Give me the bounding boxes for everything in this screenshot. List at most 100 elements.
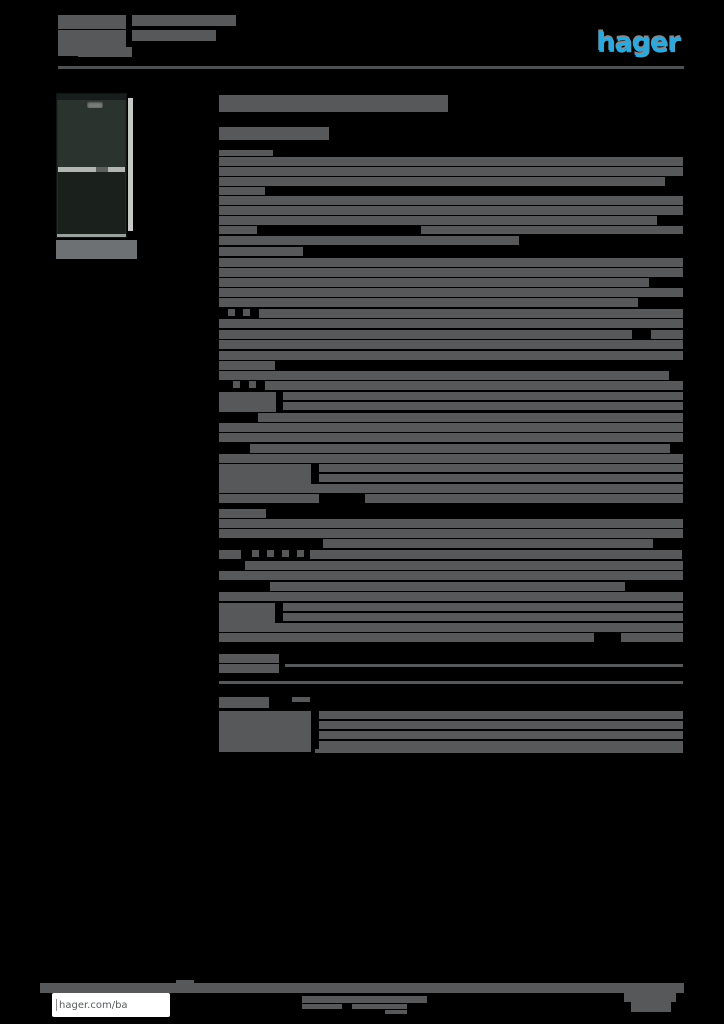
redacted-text-line bbox=[219, 319, 683, 328]
product-title-block bbox=[219, 0, 684, 1024]
redacted-text-line bbox=[219, 351, 683, 360]
redacted-text-line bbox=[219, 340, 683, 349]
hager-logo: hager bbox=[597, 28, 681, 59]
redacted-text-line bbox=[219, 454, 683, 463]
redacted-text-line bbox=[219, 392, 276, 412]
redacted-text-line bbox=[243, 309, 250, 316]
redacted-text-line bbox=[421, 226, 683, 234]
redacted-text-line bbox=[219, 216, 657, 225]
spec-rows bbox=[219, 0, 684, 1024]
enclosure-upper-door bbox=[58, 100, 125, 168]
redacted-text-line bbox=[302, 1004, 342, 1009]
redacted-text-line bbox=[319, 731, 683, 739]
redacted-text-line bbox=[219, 258, 683, 267]
redacted-text-line bbox=[270, 582, 625, 591]
redacted-text-line bbox=[219, 298, 638, 307]
redacted-text-line bbox=[219, 529, 683, 538]
redacted-text-line bbox=[219, 423, 683, 432]
enclosure-latch bbox=[96, 167, 108, 172]
redacted-text-line bbox=[302, 996, 427, 1003]
redacted-text-line bbox=[219, 288, 683, 297]
enclosure-side-strip bbox=[128, 98, 133, 231]
redacted-text-line bbox=[315, 749, 683, 753]
redacted-text-line bbox=[219, 550, 241, 559]
redacted-text-line bbox=[283, 402, 683, 410]
redacted-text-line bbox=[219, 247, 303, 256]
redacted-text-line bbox=[385, 1010, 407, 1014]
redacted-text-line bbox=[282, 550, 289, 557]
redacted-text-line bbox=[219, 484, 683, 493]
redacted-text-line bbox=[219, 519, 683, 528]
redacted-text-line bbox=[265, 381, 683, 390]
redacted-text-line bbox=[132, 15, 236, 26]
footer-website-link[interactable]: hager.com/ba bbox=[52, 993, 170, 1017]
redacted-text-line bbox=[631, 1002, 671, 1012]
redacted-text-line bbox=[219, 592, 683, 601]
redacted-text-line bbox=[245, 561, 683, 570]
redacted-text-line bbox=[219, 494, 319, 503]
redacted-text-line bbox=[267, 550, 274, 557]
enclosure-top-edge bbox=[57, 94, 126, 100]
enclosure-bottom-edge bbox=[57, 234, 126, 237]
redacted-text-line bbox=[250, 444, 670, 453]
redacted-text-line bbox=[219, 664, 279, 673]
redacted-text-line bbox=[621, 633, 683, 642]
redacted-text-line bbox=[219, 268, 683, 277]
redacted-text-line bbox=[365, 494, 683, 503]
redacted-text-line bbox=[132, 30, 216, 41]
redacted-text-line bbox=[219, 361, 275, 370]
redacted-text-line bbox=[219, 330, 632, 339]
redacted-text-line bbox=[228, 309, 235, 316]
redacted-text-line bbox=[219, 654, 279, 663]
redacted-text-line bbox=[352, 1004, 407, 1009]
redacted-text-line bbox=[283, 392, 683, 400]
redacted-text-line bbox=[283, 603, 683, 611]
enclosure-handle bbox=[87, 101, 103, 108]
redacted-text-line bbox=[219, 681, 683, 684]
redacted-text-line bbox=[219, 433, 683, 442]
redacted-text-line bbox=[219, 206, 683, 215]
redacted-text-line bbox=[319, 474, 683, 482]
redacted-text-line bbox=[233, 381, 240, 388]
redacted-text-line bbox=[319, 711, 683, 719]
redacted-text-line bbox=[283, 613, 683, 621]
redacted-text-line bbox=[219, 196, 683, 205]
product-photo bbox=[56, 93, 133, 238]
footer-website-label: hager.com/ba bbox=[59, 999, 128, 1011]
redacted-text-line bbox=[219, 278, 649, 287]
enclosure-lower-door bbox=[58, 172, 125, 234]
redacted-text-line bbox=[219, 236, 519, 245]
redacted-text-line bbox=[219, 371, 669, 380]
redacted-text-line bbox=[319, 464, 683, 472]
redacted-text-line bbox=[176, 980, 194, 984]
redacted-text-line bbox=[285, 664, 683, 667]
redacted-text-line bbox=[219, 633, 594, 642]
redacted-text-line bbox=[219, 150, 273, 156]
enclosure-divider-strip bbox=[58, 167, 125, 172]
redacted-text-line bbox=[219, 571, 683, 580]
redacted-text-line bbox=[651, 330, 683, 339]
redacted-text-line bbox=[319, 721, 683, 729]
redacted-text-line bbox=[219, 157, 683, 166]
redacted-text-line bbox=[319, 741, 683, 749]
redacted-text-line bbox=[219, 623, 683, 632]
redacted-text-line bbox=[219, 187, 265, 195]
redacted-text-line bbox=[219, 226, 257, 234]
redacted-text-line bbox=[252, 550, 259, 557]
redacted-text-line bbox=[258, 413, 683, 422]
header-divider bbox=[58, 66, 684, 69]
product-reference-caption bbox=[56, 240, 137, 259]
redacted-text-line bbox=[624, 991, 676, 1002]
redacted-text-line bbox=[219, 127, 329, 140]
redacted-text-line bbox=[310, 550, 682, 559]
redacted-text-line bbox=[259, 309, 683, 318]
header-reference-block bbox=[58, 0, 298, 1024]
redacted-text-line bbox=[219, 697, 269, 708]
redacted-text-line bbox=[219, 95, 448, 112]
redacted-text-line bbox=[219, 509, 266, 518]
redacted-text-line bbox=[40, 983, 684, 993]
redacted-text-line bbox=[292, 697, 310, 702]
redacted-text-line bbox=[219, 167, 683, 176]
